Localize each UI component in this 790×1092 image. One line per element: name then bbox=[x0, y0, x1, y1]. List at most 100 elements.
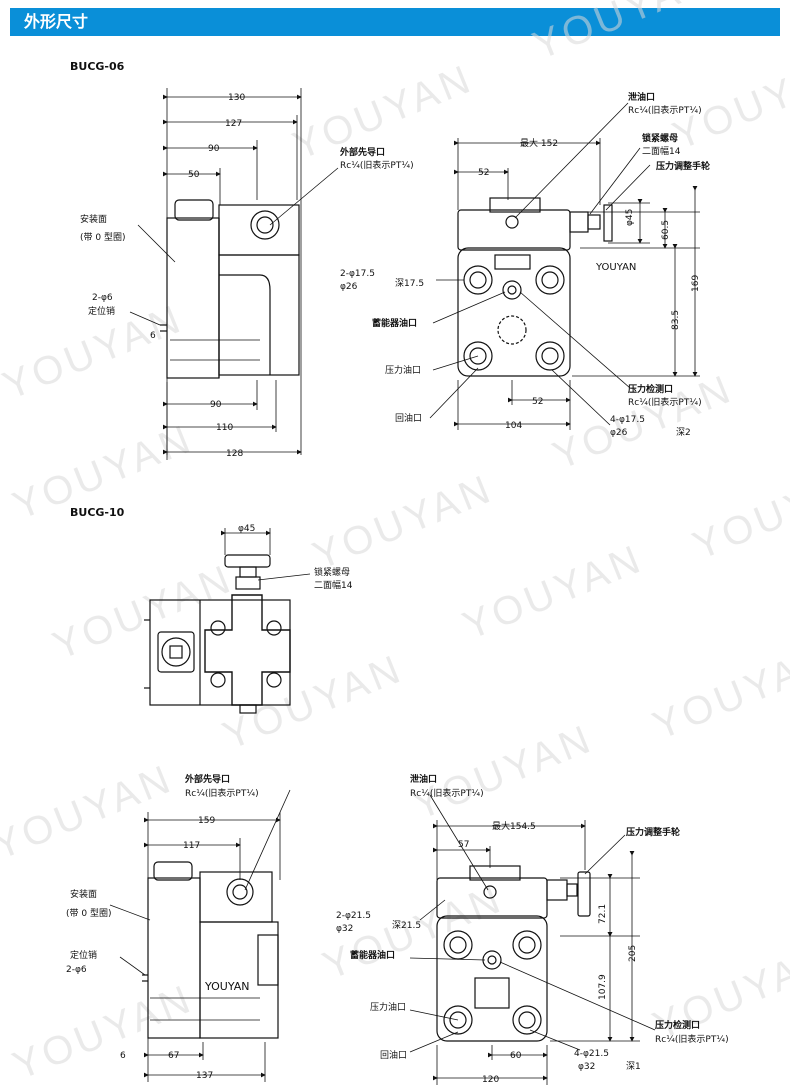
across-flats-label: 二面幅14 bbox=[314, 579, 353, 591]
hole2-dia: φ26 bbox=[340, 282, 358, 292]
gauge-port-label: 压力检测口 bbox=[655, 1019, 700, 1031]
ext-pilot-rc: Rc¼(旧表示PT¼) bbox=[185, 787, 259, 799]
drain-port-label: 泄油口 bbox=[628, 91, 655, 103]
watermark: YOUYAN bbox=[647, 636, 790, 748]
hole2-dia: φ32 bbox=[336, 924, 353, 934]
bucg10-top-labels: φ45 锁紧螺母 二面幅14 bbox=[238, 524, 353, 591]
dim-max-152: 最大 152 bbox=[520, 137, 558, 149]
hole4-label: 4-φ21.5 bbox=[574, 1049, 609, 1059]
hole2-label: 2-φ21.5 bbox=[336, 911, 371, 921]
brand-label: YOUYAN bbox=[595, 262, 636, 273]
depth-17-5: 深17.5 bbox=[395, 278, 424, 289]
watermark: YOUYAN bbox=[7, 416, 200, 528]
dim-60: 60 bbox=[510, 1051, 522, 1061]
dim-90-top: 90 bbox=[208, 144, 220, 154]
pressure-port-label: 压力油口 bbox=[370, 1001, 406, 1013]
dim-83-5: 83.5 bbox=[671, 310, 681, 330]
dim-max-154-5: 最大154.5 bbox=[492, 820, 536, 832]
dim-104: 104 bbox=[505, 421, 522, 431]
bucg10-top-view bbox=[144, 528, 311, 714]
dim-130: 130 bbox=[228, 93, 245, 103]
mount-face-label: 安装面 bbox=[80, 213, 107, 225]
pin-count-label: 2-φ6 bbox=[66, 965, 87, 975]
drain-port-rc: Rc¼(旧表示PT¼) bbox=[410, 787, 484, 799]
locknut-label: 锁紧螺母 bbox=[642, 132, 678, 144]
ext-pilot-rc: Rc¼(旧表示PT¼) bbox=[340, 159, 414, 171]
ext-pilot-label: 外部先导口 bbox=[184, 773, 230, 785]
dim-52-bottom: 52 bbox=[532, 397, 543, 407]
pin-label: 定位销 bbox=[88, 305, 115, 317]
pin-label: 定位销 bbox=[70, 949, 97, 961]
dim-72-1: 72.1 bbox=[598, 904, 608, 924]
o-ring-label: (带 0 型圈) bbox=[66, 908, 111, 919]
return-port-label: 回油口 bbox=[395, 412, 422, 424]
dim-57: 57 bbox=[458, 840, 469, 850]
watermark: YOUYAN bbox=[667, 46, 790, 158]
dim-50: 50 bbox=[188, 170, 200, 180]
section-header: 外形尺寸 bbox=[10, 8, 780, 36]
model-label-bucg10: BUCG-10 bbox=[70, 506, 125, 519]
dim-120: 120 bbox=[482, 1075, 499, 1085]
accumulator-port-label: 蓄能器油口 bbox=[372, 317, 417, 329]
dim-67: 67 bbox=[168, 1051, 179, 1061]
dim-205: 205 bbox=[628, 945, 638, 962]
dim-127: 127 bbox=[225, 119, 242, 129]
bucg06-front-view bbox=[429, 102, 700, 430]
watermark: YOUYAN bbox=[7, 976, 200, 1088]
accumulator-port-label: 蓄能器油口 bbox=[350, 949, 395, 961]
mount-face-label: 安装面 bbox=[70, 888, 97, 900]
drain-port-label: 泄油口 bbox=[410, 773, 437, 785]
bucg06-front-labels: 最大 152 52 泄油口 Rc¼(旧表示PT¼) 锁紧螺母 二面幅14 压力调… bbox=[340, 91, 710, 438]
pin-count-label: 2-φ6 bbox=[92, 293, 113, 303]
hole4-dia: φ32 bbox=[578, 1062, 595, 1072]
gauge-port-label: 压力检测口 bbox=[628, 383, 673, 395]
dim-90-bottom: 90 bbox=[210, 400, 222, 410]
watermark: YOUYAN bbox=[457, 536, 650, 648]
gauge-port-rc: Rc¼(旧表示PT¼) bbox=[628, 396, 702, 408]
depth-21-5: 深21.5 bbox=[392, 920, 421, 931]
watermark: YOUYAN bbox=[407, 716, 600, 828]
section-title: 外形尺寸 bbox=[24, 12, 89, 31]
hole4-dia: φ26 bbox=[610, 428, 628, 438]
dim-6: 6 bbox=[150, 331, 156, 341]
dim-159: 159 bbox=[198, 816, 215, 826]
dim-128: 128 bbox=[226, 449, 243, 459]
dim-117: 117 bbox=[183, 841, 200, 851]
bucg06-side-labels: 130 127 90 50 安装面 (带 0 型圈) 2-φ6 定位销 6 90… bbox=[80, 93, 414, 459]
hole2-label: 2-φ17.5 bbox=[340, 269, 375, 279]
gauge-port-rc: Rc¼(旧表示PT¼) bbox=[655, 1033, 729, 1045]
model-label-bucg06: BUCG-06 bbox=[70, 60, 125, 73]
watermark: YOUYAN bbox=[0, 756, 180, 868]
watermark: YOUYAN bbox=[307, 466, 500, 578]
dim-phi45: φ45 bbox=[238, 524, 255, 534]
handwheel-label: 压力调整手轮 bbox=[626, 826, 680, 838]
watermark: YOUYAN bbox=[217, 646, 410, 758]
dim-169: 169 bbox=[691, 275, 701, 292]
dim-6: 6 bbox=[120, 1051, 126, 1061]
watermark: YOUYAN bbox=[527, 0, 720, 68]
dim-137: 137 bbox=[196, 1071, 213, 1081]
pressure-port-label: 压力油口 bbox=[385, 364, 421, 376]
bucg10-side-view bbox=[109, 789, 291, 1082]
drain-port-rc: Rc¼(旧表示PT¼) bbox=[628, 104, 702, 116]
watermark: YOUYAN bbox=[687, 456, 790, 568]
depth-2: 深2 bbox=[676, 427, 691, 438]
dim-phi45: φ45 bbox=[625, 209, 635, 226]
watermark: YOUYAN bbox=[647, 936, 790, 1048]
o-ring-label: (带 0 型圈) bbox=[80, 232, 125, 243]
across-flats-label: 二面幅14 bbox=[642, 145, 681, 157]
watermark: YOUYAN bbox=[47, 556, 240, 668]
handwheel-label: 压力调整手轮 bbox=[656, 160, 710, 172]
dim-60-5: 60.5 bbox=[661, 220, 671, 240]
dim-110: 110 bbox=[216, 423, 233, 433]
locknut-label: 锁紧螺母 bbox=[314, 566, 350, 578]
depth-1: 深1 bbox=[626, 1061, 641, 1072]
ext-pilot-label: 外部先导口 bbox=[339, 146, 385, 158]
hole4-label: 4-φ17.5 bbox=[610, 415, 645, 425]
return-port-label: 回油口 bbox=[380, 1049, 407, 1061]
bucg10-front-labels: 泄油口 Rc¼(旧表示PT¼) 最大154.5 57 压力调整手轮 2-φ21.… bbox=[336, 773, 729, 1085]
bucg06-side-view bbox=[129, 88, 339, 460]
dim-52-top: 52 bbox=[478, 168, 489, 178]
bucg10-side-labels: 外部先导口 Rc¼(旧表示PT¼) 159 117 安装面 (带 0 型圈) 定… bbox=[66, 773, 259, 1081]
